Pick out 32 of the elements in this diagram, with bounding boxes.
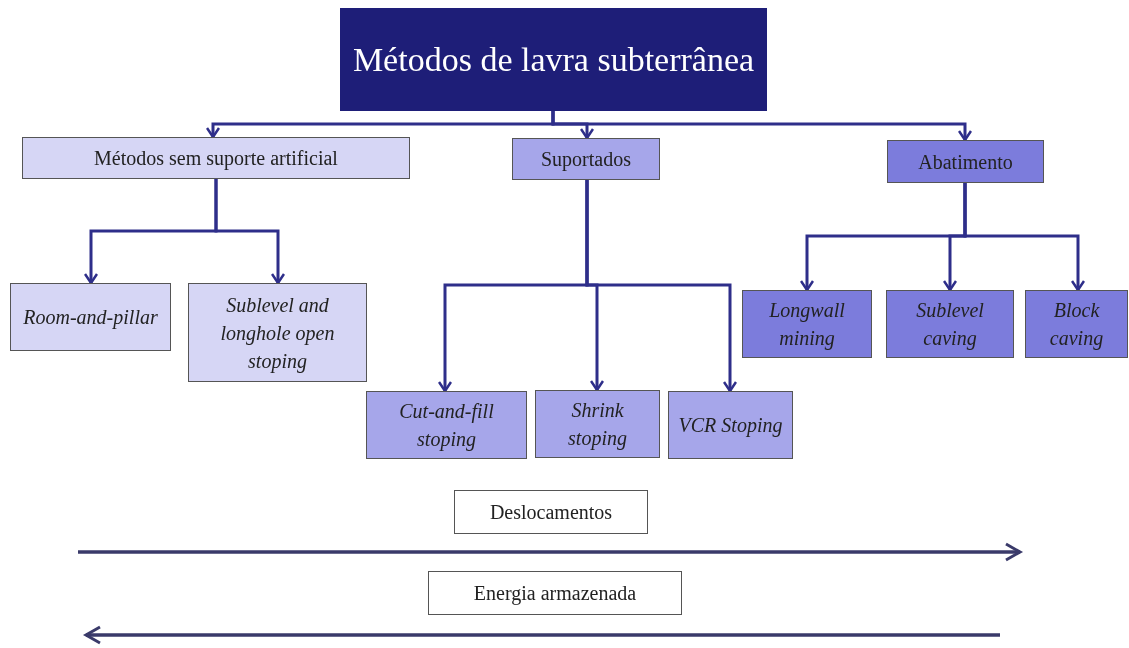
node-label: Room-and-pillar bbox=[22, 305, 159, 331]
node-label: Suportados bbox=[540, 147, 632, 173]
method-box bbox=[535, 390, 660, 458]
category-box bbox=[512, 138, 660, 180]
method-box bbox=[668, 391, 793, 459]
text-box bbox=[428, 571, 682, 615]
node-label: Sublevel caving bbox=[915, 298, 985, 352]
title-box bbox=[340, 8, 767, 111]
node-label: VCR Stoping bbox=[677, 413, 784, 439]
node-label: Abatimento bbox=[917, 149, 1014, 175]
arrow bbox=[551, 111, 973, 142]
node-label: Shrink stoping bbox=[567, 398, 628, 452]
node-label: Deslocamentos bbox=[488, 500, 614, 525]
node-label: Energia armazenada bbox=[472, 581, 638, 607]
category-box bbox=[887, 140, 1044, 183]
method-box bbox=[10, 283, 171, 351]
node-label: Métodos sem suporte artificial bbox=[93, 146, 339, 172]
node-label: Block caving bbox=[1048, 298, 1105, 352]
method-box bbox=[1025, 290, 1128, 358]
node-label: Longwall mining bbox=[768, 298, 846, 352]
method-box bbox=[742, 290, 872, 358]
node-label: Métodos de lavra subterrânea bbox=[351, 39, 756, 80]
category-box bbox=[22, 137, 410, 179]
method-box bbox=[366, 391, 527, 459]
method-box bbox=[886, 290, 1014, 358]
method-box bbox=[188, 283, 367, 382]
arrow bbox=[963, 183, 1086, 292]
arrow bbox=[585, 180, 738, 393]
node-label: Sublevel and longhole open stoping bbox=[219, 292, 336, 375]
arrow bbox=[214, 179, 286, 285]
text-box bbox=[454, 490, 648, 534]
node-label: Cut-and-fill stoping bbox=[398, 399, 495, 453]
